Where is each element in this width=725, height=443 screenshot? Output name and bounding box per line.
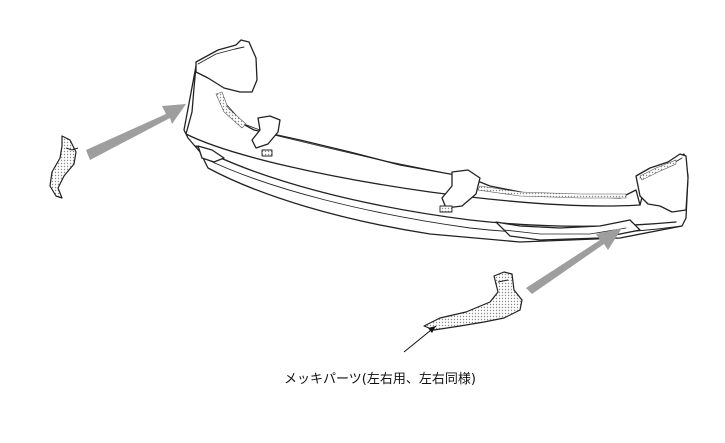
spoiler-body [183,65,689,243]
mount-tab-left [251,115,281,149]
front-lip-spoiler [183,39,689,243]
chrome-trim-drawing-right [423,271,523,331]
install-arrows [86,104,622,294]
chrome-trim-drawing-left [49,135,77,199]
chrome-part-right [423,271,523,331]
chrome-part-caption: メッキパーツ(左右用、左右同様) [284,372,476,387]
mount-tab-right [441,169,481,209]
right-install-arrow [526,228,622,294]
left-install-arrow [86,104,186,160]
left-upper-flange [195,39,258,93]
right-upper-flange [635,153,689,213]
chrome-part-left [49,135,79,199]
left-lower-fin [197,145,225,163]
spoiler-chrome-strips [215,91,677,199]
caption-leader [403,325,437,353]
